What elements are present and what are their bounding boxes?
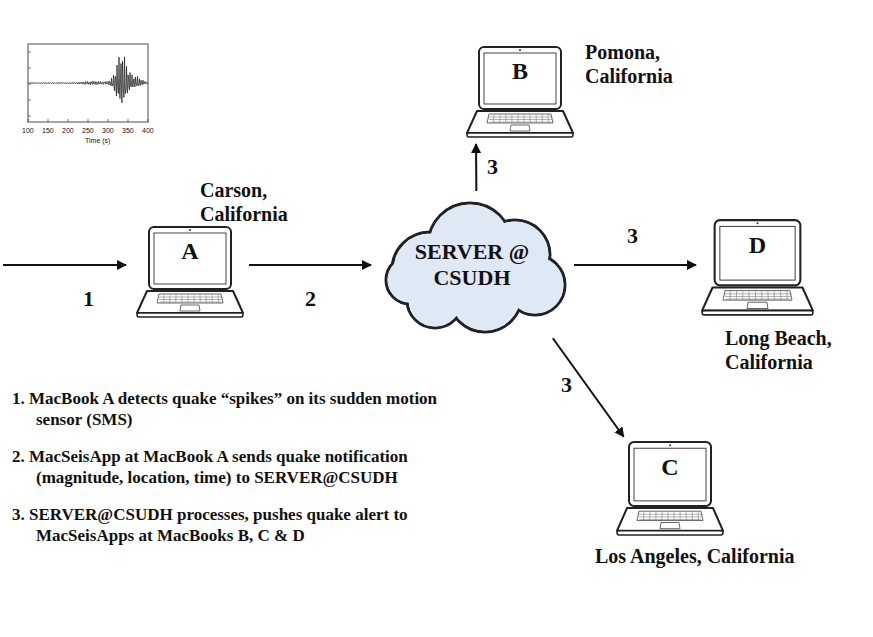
step-number: 3 <box>625 224 640 248</box>
location-label: Carson, California <box>200 178 340 226</box>
server-cloud: SERVER @ CSUDH <box>375 195 570 335</box>
laptop-node: ACarson, California <box>135 225 245 320</box>
seismic-wave <box>28 57 148 103</box>
input-arrow <box>3 264 126 266</box>
laptop-letter: A <box>135 237 245 265</box>
seismogram <box>10 40 170 190</box>
axis-tick: 300 <box>102 127 114 135</box>
step-number: 3 <box>559 373 574 397</box>
step-text: 3. SERVER@CSUDH processes, pushes quake … <box>12 504 486 546</box>
laptop-letter: C <box>615 453 725 481</box>
axis-tick: 250 <box>82 127 94 135</box>
step-number: 1 <box>81 287 96 311</box>
axis-tick: 100 <box>22 127 34 135</box>
laptop-node: DLong Beach, California <box>700 218 815 318</box>
location-label: Pomona, California <box>585 40 710 88</box>
location-label: Los Angeles, California <box>595 544 794 568</box>
axis-tick: 200 <box>62 127 74 135</box>
arrow-connector <box>553 338 624 437</box>
plot-frame <box>28 44 148 122</box>
step-text: 2. MacSeisApp at MacBook A sends quake n… <box>12 446 466 488</box>
location-label: Long Beach, California <box>725 326 870 374</box>
arrow-connector <box>574 264 696 266</box>
laptop-node: CLos Angeles, California <box>615 440 725 538</box>
step-number: 3 <box>485 155 500 179</box>
step-text: 1. MacBook A detects quake “spikes” on i… <box>12 388 466 430</box>
axis-tick: 150 <box>42 127 54 135</box>
axis-tick: 400 <box>142 127 154 135</box>
server-label: SERVER @ CSUDH <box>402 239 542 291</box>
arrow-connector <box>475 144 477 191</box>
laptop-letter: D <box>700 231 815 259</box>
laptop-node: BPomona, California <box>465 45 575 140</box>
laptop-letter: B <box>465 57 575 85</box>
axis-title: Time (s) <box>85 137 110 145</box>
axis-tick: 350 <box>122 127 134 135</box>
step-number: 2 <box>303 287 318 311</box>
arrow-connector <box>249 264 371 266</box>
